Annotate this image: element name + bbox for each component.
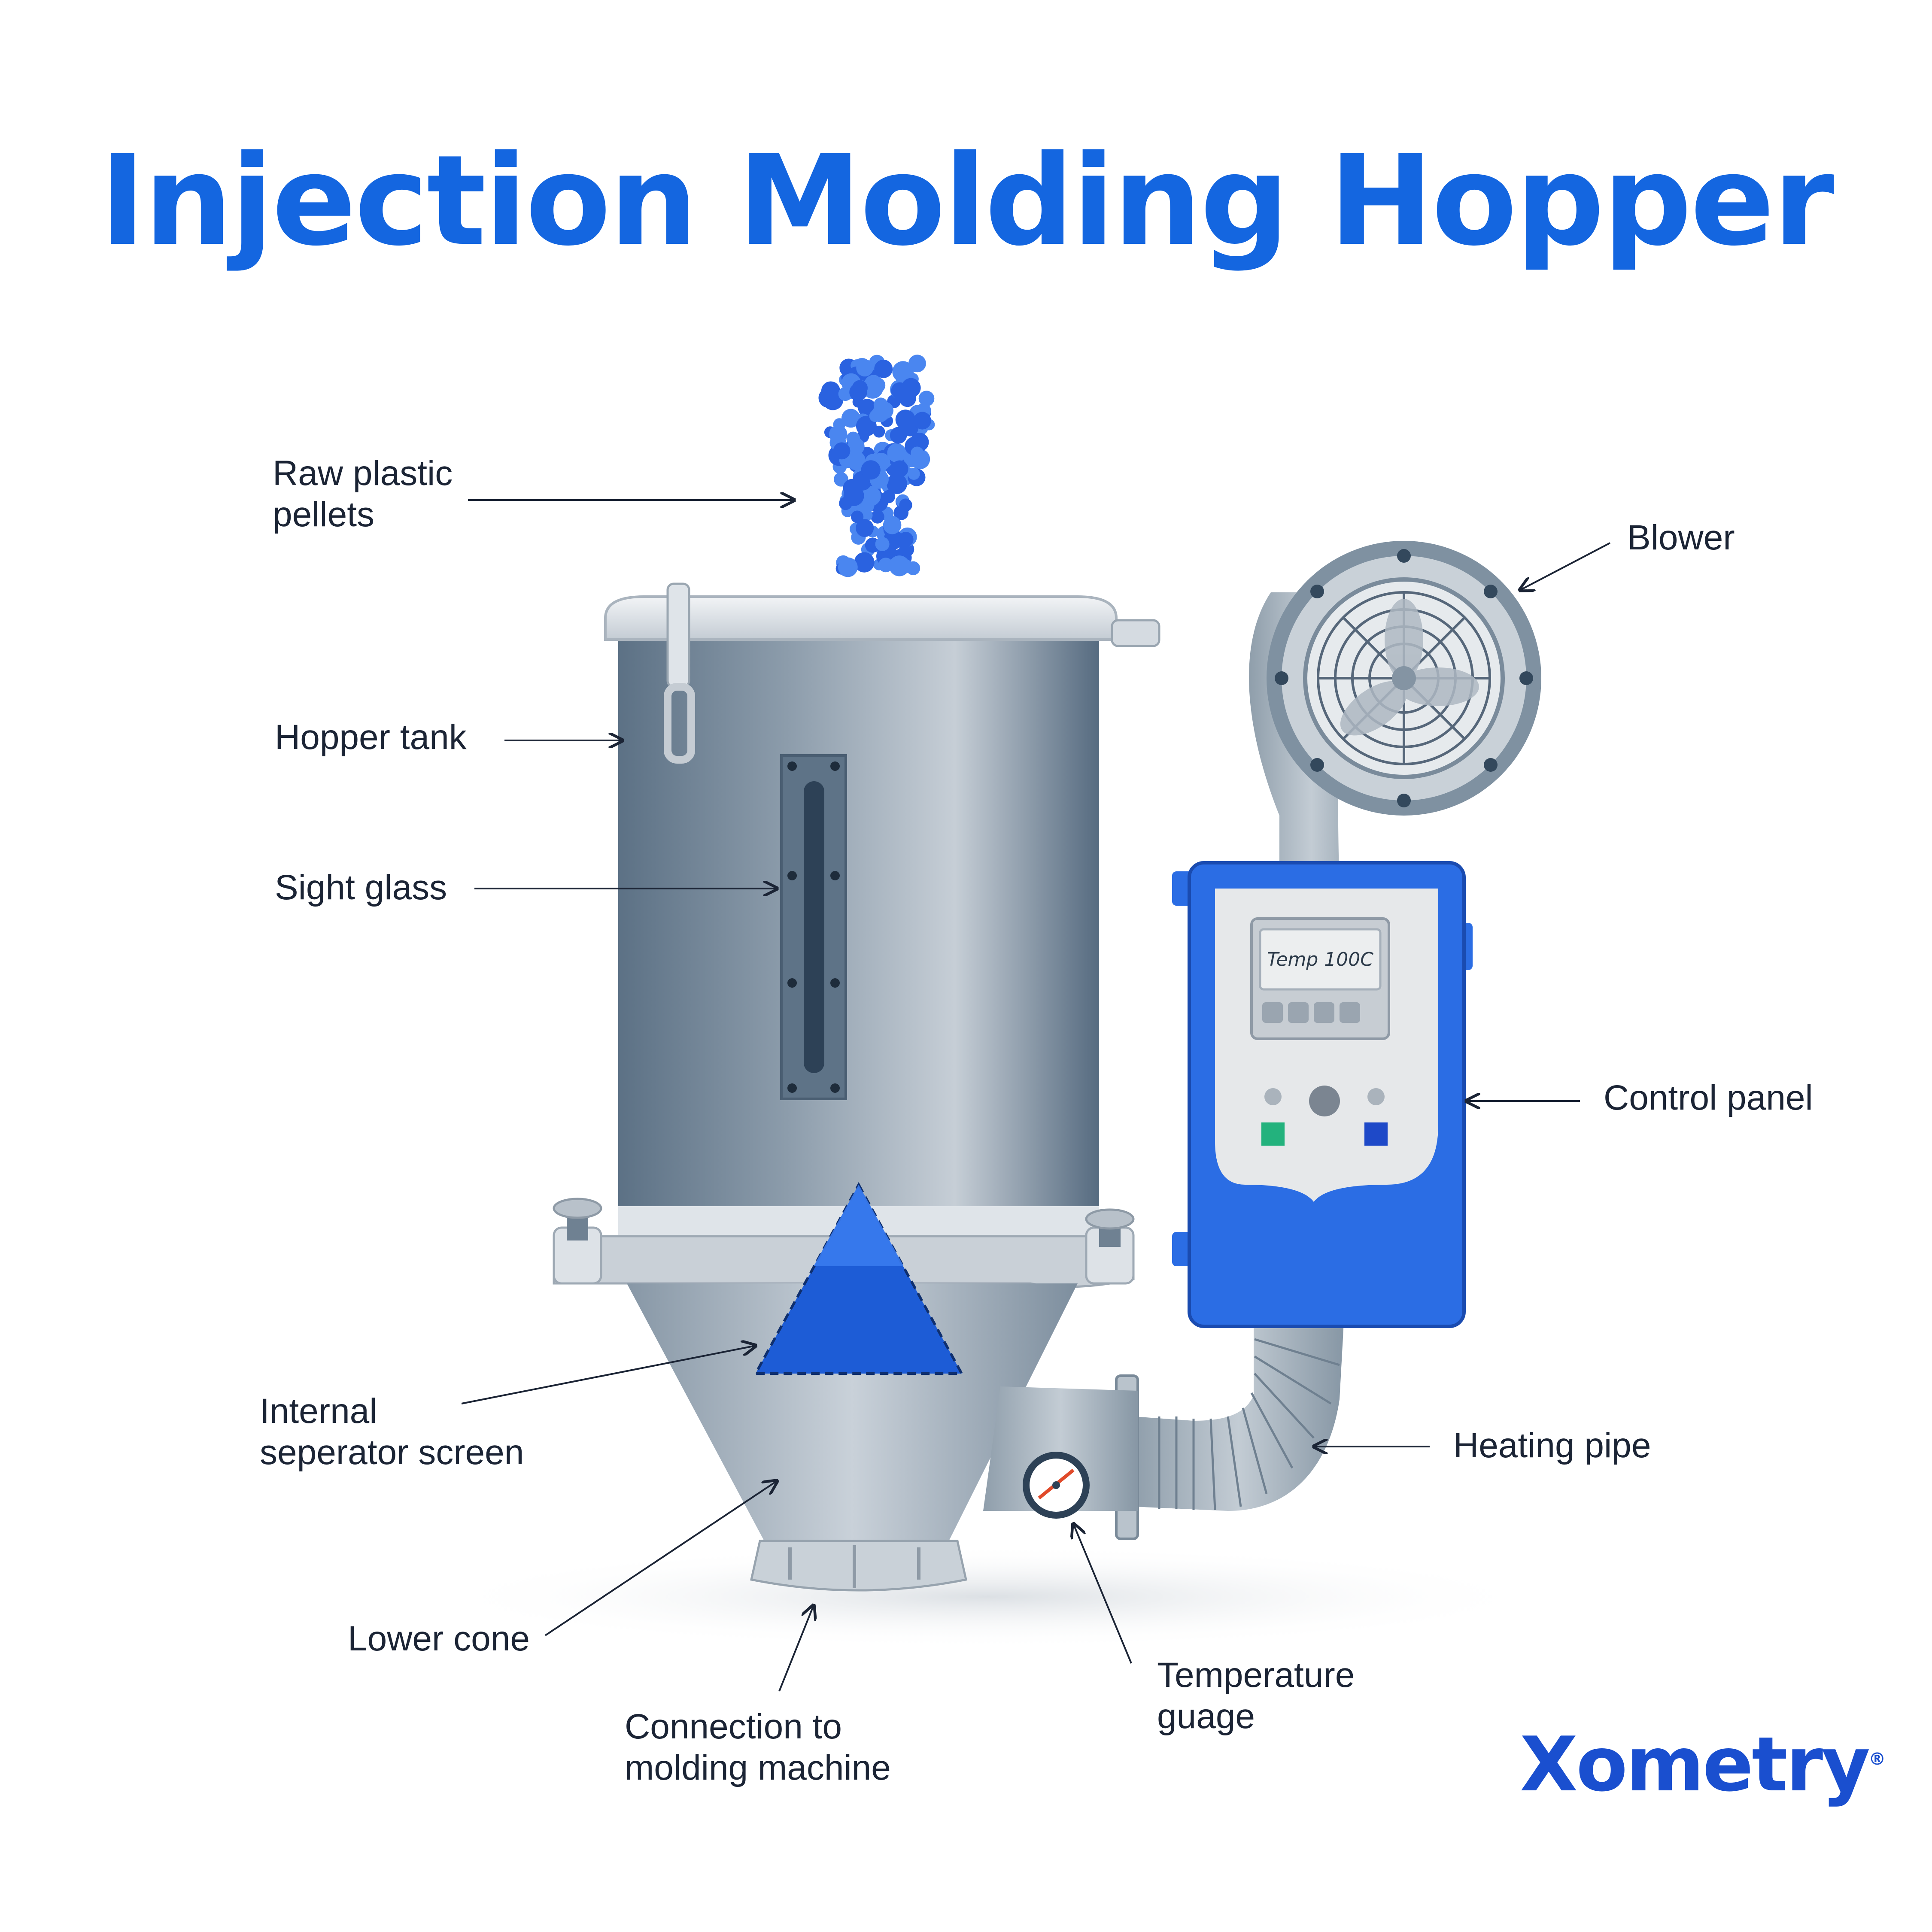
heating-pipe <box>1115 1322 1344 1540</box>
pellet <box>861 460 881 480</box>
pellet <box>892 361 914 383</box>
control-panel <box>1172 861 1473 1328</box>
pellet <box>847 437 865 455</box>
pellet <box>871 510 884 524</box>
pellet <box>883 516 902 534</box>
pellet <box>856 416 877 437</box>
pellet <box>882 490 895 503</box>
label-control-panel: Control panel <box>1604 1078 1813 1117</box>
pellet <box>887 473 907 494</box>
pellet <box>856 359 874 377</box>
pellet <box>839 497 852 510</box>
pellet <box>841 409 860 428</box>
label-lower-cone: Lower cone <box>348 1619 530 1658</box>
pellet <box>891 460 908 478</box>
pellet <box>908 467 920 480</box>
pellet <box>864 375 883 394</box>
pellet <box>911 446 924 460</box>
label-hopper-tank: Hopper tank <box>275 718 467 757</box>
panel-display-text: Temp 100C <box>1267 949 1373 971</box>
pellet <box>918 391 935 406</box>
pellet <box>873 425 885 438</box>
leader-temp-gauge <box>1073 1524 1132 1664</box>
label-blower: Blower <box>1627 518 1735 557</box>
label-sight-glass: Sight glass <box>275 868 447 907</box>
hopper-tank <box>604 582 1160 1223</box>
lower-cone <box>627 1283 1138 1592</box>
pellet <box>874 359 893 378</box>
leader-connection <box>778 1605 814 1692</box>
pellet <box>838 557 858 577</box>
pellet <box>875 537 890 551</box>
diagram-title: Injection Molding Hopper <box>99 129 1834 273</box>
leader-lower-cone <box>544 1481 777 1636</box>
xometry-logo: Xometry® <box>1520 1721 1886 1808</box>
sight-glass <box>780 754 847 1100</box>
pellet <box>829 425 848 443</box>
pellet <box>856 519 874 537</box>
pellet <box>901 378 921 398</box>
raw-plastic-pellets <box>818 355 935 577</box>
pellet <box>898 532 914 547</box>
pellet <box>890 427 907 444</box>
pellet <box>870 409 882 421</box>
pellet <box>906 561 920 576</box>
pellet <box>854 552 875 573</box>
pellet <box>833 418 846 431</box>
pellet <box>913 412 931 430</box>
floor-shadow <box>429 1545 1546 1648</box>
pellet <box>851 510 864 523</box>
pellet <box>899 498 912 512</box>
pellet <box>887 443 906 463</box>
pellet <box>833 442 851 460</box>
internal-separator-screen <box>753 1182 964 1375</box>
pellet <box>846 451 866 470</box>
label-heating-pipe: Heating pipe <box>1453 1426 1651 1465</box>
leader-separator-screen <box>461 1346 756 1404</box>
pellet <box>821 381 840 400</box>
blower <box>1267 541 1541 816</box>
temperature-gauge <box>1023 1452 1090 1519</box>
leader-blower <box>1520 542 1610 590</box>
pellet <box>849 383 867 401</box>
